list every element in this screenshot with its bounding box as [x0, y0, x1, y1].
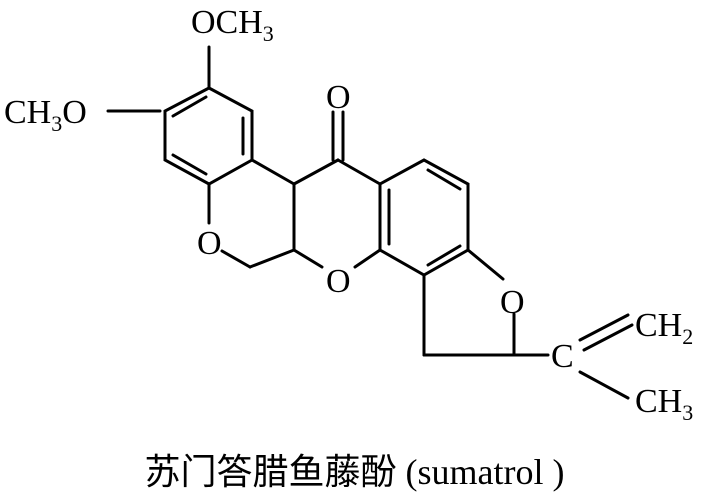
methoxy-left-label: CH3O — [4, 94, 87, 136]
ring-a-inner-2 — [171, 153, 208, 176]
bond-Ocenter-ringD — [353, 248, 382, 269]
bond-ch-Ocenter — [292, 248, 324, 269]
bond-ringD-Ofuran — [466, 248, 505, 281]
ring-a-inner-3 — [171, 95, 208, 118]
ring-d-outline — [378, 158, 470, 277]
bond-vinyl-double-2 — [582, 323, 634, 352]
methoxy-top-label: OCH3 — [191, 4, 274, 46]
furan-oxygen-label: O — [500, 284, 525, 321]
bond-Cvinyl-ch3 — [578, 370, 630, 400]
bond-carbonyl-ringD — [336, 158, 382, 186]
ring-oxygen-center-label: O — [326, 263, 351, 300]
ch2-label: CH2 — [635, 307, 693, 349]
bond-O-ch2 — [220, 249, 252, 269]
ring-d-inner-2 — [426, 168, 462, 191]
bond-vinyl-double-1 — [578, 313, 630, 342]
ring-d-inner-3 — [426, 244, 462, 267]
sumatrol-structure: OCH3 CH3O O O O O C CH2 CH3 — [4, 4, 693, 425]
vinyl-carbon-label: C — [551, 338, 574, 375]
bond-ch-carbonyl — [292, 158, 340, 186]
ring-oxygen-left-label: O — [197, 225, 222, 262]
bond-ch2-ch — [248, 248, 296, 269]
bond-ringA-ringB — [250, 158, 296, 186]
bond-lines — [106, 45, 634, 400]
compound-caption: 苏门答腊鱼藤酚 (sumatrol ) — [144, 452, 565, 492]
ring-a-outline — [163, 86, 254, 186]
ch3-label: CH3 — [635, 383, 693, 425]
carbonyl-oxygen-label: O — [326, 79, 351, 116]
